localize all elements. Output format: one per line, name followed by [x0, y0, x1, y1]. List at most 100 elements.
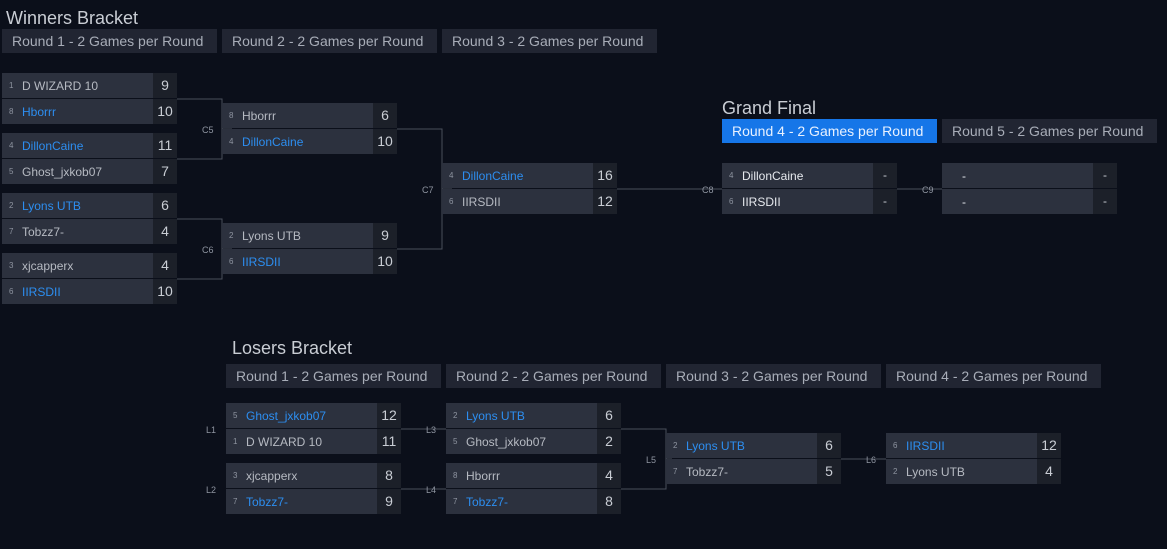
player-score: 10 — [153, 99, 177, 124]
seed-number: 5 — [9, 167, 14, 176]
match-slot[interactable]: 5 Ghost_jxkob07 7 — [2, 159, 177, 184]
player-score: 8 — [597, 489, 621, 514]
match-slot[interactable]: - - — [942, 163, 1117, 188]
winners-round-2-header[interactable]: Round 2 - 2 Games per Round — [222, 29, 437, 53]
seed-number: 7 — [233, 497, 238, 506]
losers-r1-match-l2[interactable]: 3 xjcapperx 8 7 Tobzz7- 9 — [226, 463, 401, 515]
match-slot[interactable]: 1 D WIZARD 10 11 — [226, 429, 401, 454]
grand-final-round-4-header[interactable]: Round 4 - 2 Games per Round — [722, 119, 937, 143]
player-score: - — [873, 163, 897, 188]
losers-r2-match-l4[interactable]: 8 Hborrr 4 7 Tobzz7- 8 — [446, 463, 621, 515]
match-slot[interactable]: 2 Lyons UTB 4 — [886, 459, 1061, 484]
match-slot[interactable]: 6 IIRSDII 10 — [222, 249, 397, 274]
grand-final-round-5-header[interactable]: Round 5 - 2 Games per Round — [942, 119, 1157, 143]
player-name: IIRSDII — [742, 195, 781, 209]
seed-number: 1 — [233, 437, 238, 446]
seed-number: 6 — [729, 197, 734, 206]
seed-number: 5 — [233, 411, 238, 420]
match-slot[interactable]: 7 Tobzz7- 5 — [666, 459, 841, 484]
match-slot[interactable]: 4 DillonCaine - — [722, 163, 897, 188]
match-slot[interactable]: 3 xjcapperx 8 — [226, 463, 401, 488]
winners-r1-match-1[interactable]: 1 D WIZARD 10 9 8 Hborrr 10 — [2, 73, 177, 125]
winners-r1-match-4[interactable]: 3 xjcapperx 4 6 IIRSDII 10 — [2, 253, 177, 305]
seed-number: 4 — [449, 171, 454, 180]
player-score: 9 — [153, 73, 177, 98]
winners-round-3-header[interactable]: Round 3 - 2 Games per Round — [442, 29, 657, 53]
player-score: 12 — [1037, 433, 1061, 458]
player-name: xjcapperx — [22, 259, 74, 273]
player-name: Tobzz7- — [246, 495, 289, 509]
match-slot[interactable]: 6 IIRSDII - — [722, 189, 897, 214]
match-slot[interactable]: 7 Tobzz7- 9 — [226, 489, 401, 514]
match-label-c6: C6 — [202, 245, 214, 255]
player-name: Tobzz7- — [686, 465, 729, 479]
seed-number: 1 — [9, 81, 14, 90]
player-name: Hborrr — [242, 109, 277, 123]
winners-r2-match-c6[interactable]: 2 Lyons UTB 9 6 IIRSDII 10 — [222, 223, 397, 275]
match-slot[interactable]: 4 DillonCaine 11 — [2, 133, 177, 158]
player-name: Hborrr — [466, 469, 501, 483]
losers-r3-match-l5[interactable]: 2 Lyons UTB 6 7 Tobzz7- 5 — [666, 433, 841, 485]
player-score: 12 — [593, 189, 617, 214]
player-name: IIRSDII — [906, 439, 945, 453]
player-name: xjcapperx — [246, 469, 298, 483]
winners-round-1-header[interactable]: Round 1 - 2 Games per Round — [2, 29, 217, 53]
player-score: 6 — [153, 193, 177, 218]
winners-r3-match-c7[interactable]: 4 DillonCaine 16 6 IIRSDII 12 — [442, 163, 617, 215]
player-score: 6 — [373, 103, 397, 128]
player-score: 11 — [377, 429, 401, 454]
match-label-l4: L4 — [426, 485, 437, 495]
player-score: 6 — [597, 403, 621, 428]
match-slot[interactable]: 1 D WIZARD 10 9 — [2, 73, 177, 98]
player-score: - — [1093, 189, 1117, 214]
seed-number: 2 — [229, 231, 234, 240]
match-slot[interactable]: 2 Lyons UTB 9 — [222, 223, 397, 248]
grand-final-match-c9[interactable]: - - - - — [942, 163, 1117, 215]
match-label-l1: L1 — [206, 425, 217, 435]
winners-r1-match-3[interactable]: 2 Lyons UTB 6 7 Tobzz7- 4 — [2, 193, 177, 245]
losers-r2-match-l3[interactable]: 2 Lyons UTB 6 5 Ghost_jxkob07 2 — [446, 403, 621, 455]
match-slot[interactable]: 8 Hborrr 10 — [2, 99, 177, 124]
player-score: - — [873, 189, 897, 214]
match-slot[interactable]: 2 Lyons UTB 6 — [2, 193, 177, 218]
match-slot[interactable]: 3 xjcapperx 4 — [2, 253, 177, 278]
match-slot[interactable]: - - — [942, 189, 1117, 214]
player-name: - — [962, 169, 966, 183]
player-name: Lyons UTB — [906, 465, 965, 479]
seed-number: 7 — [673, 467, 678, 476]
match-slot[interactable]: 7 Tobzz7- 4 — [2, 219, 177, 244]
winners-r1-match-2[interactable]: 4 DillonCaine 11 5 Ghost_jxkob07 7 — [2, 133, 177, 185]
losers-r4-match-l6[interactable]: 6 IIRSDII 12 2 Lyons UTB 4 — [886, 433, 1061, 485]
winners-r2-match-c5[interactable]: 8 Hborrr 6 4 DillonCaine 10 — [222, 103, 397, 155]
losers-round-2-header[interactable]: Round 2 - 2 Games per Round — [446, 364, 661, 388]
seed-number: 5 — [453, 437, 458, 446]
player-score: 9 — [373, 223, 397, 248]
match-slot[interactable]: 7 Tobzz7- 8 — [446, 489, 621, 514]
player-score: 11 — [153, 133, 177, 158]
match-slot[interactable]: 8 Hborrr 6 — [222, 103, 397, 128]
match-slot[interactable]: 5 Ghost_jxkob07 12 — [226, 403, 401, 428]
losers-round-1-header[interactable]: Round 1 - 2 Games per Round — [226, 364, 441, 388]
match-slot[interactable]: 4 DillonCaine 10 — [222, 129, 397, 154]
losers-round-4-header[interactable]: Round 4 - 2 Games per Round — [886, 364, 1101, 388]
player-score: 9 — [377, 489, 401, 514]
player-name: DillonCaine — [242, 135, 304, 149]
seed-number: 8 — [229, 111, 234, 120]
player-score: 12 — [377, 403, 401, 428]
seed-number: 3 — [233, 471, 238, 480]
match-slot[interactable]: 5 Ghost_jxkob07 2 — [446, 429, 621, 454]
match-slot[interactable]: 6 IIRSDII 12 — [442, 189, 617, 214]
seed-number: 4 — [229, 137, 234, 146]
grand-final-match-c8[interactable]: 4 DillonCaine - 6 IIRSDII - — [722, 163, 897, 215]
match-slot[interactable]: 8 Hborrr 4 — [446, 463, 621, 488]
match-label-l6: L6 — [866, 455, 877, 465]
match-slot[interactable]: 6 IIRSDII 12 — [886, 433, 1061, 458]
match-slot[interactable]: 2 Lyons UTB 6 — [666, 433, 841, 458]
player-name: Ghost_jxkob07 — [22, 165, 103, 179]
losers-r1-match-l1[interactable]: 5 Ghost_jxkob07 12 1 D WIZARD 10 11 — [226, 403, 401, 455]
losers-round-3-header[interactable]: Round 3 - 2 Games per Round — [666, 364, 881, 388]
player-score: 2 — [597, 429, 621, 454]
match-slot[interactable]: 2 Lyons UTB 6 — [446, 403, 621, 428]
match-slot[interactable]: 6 IIRSDII 10 — [2, 279, 177, 304]
match-slot[interactable]: 4 DillonCaine 16 — [442, 163, 617, 188]
